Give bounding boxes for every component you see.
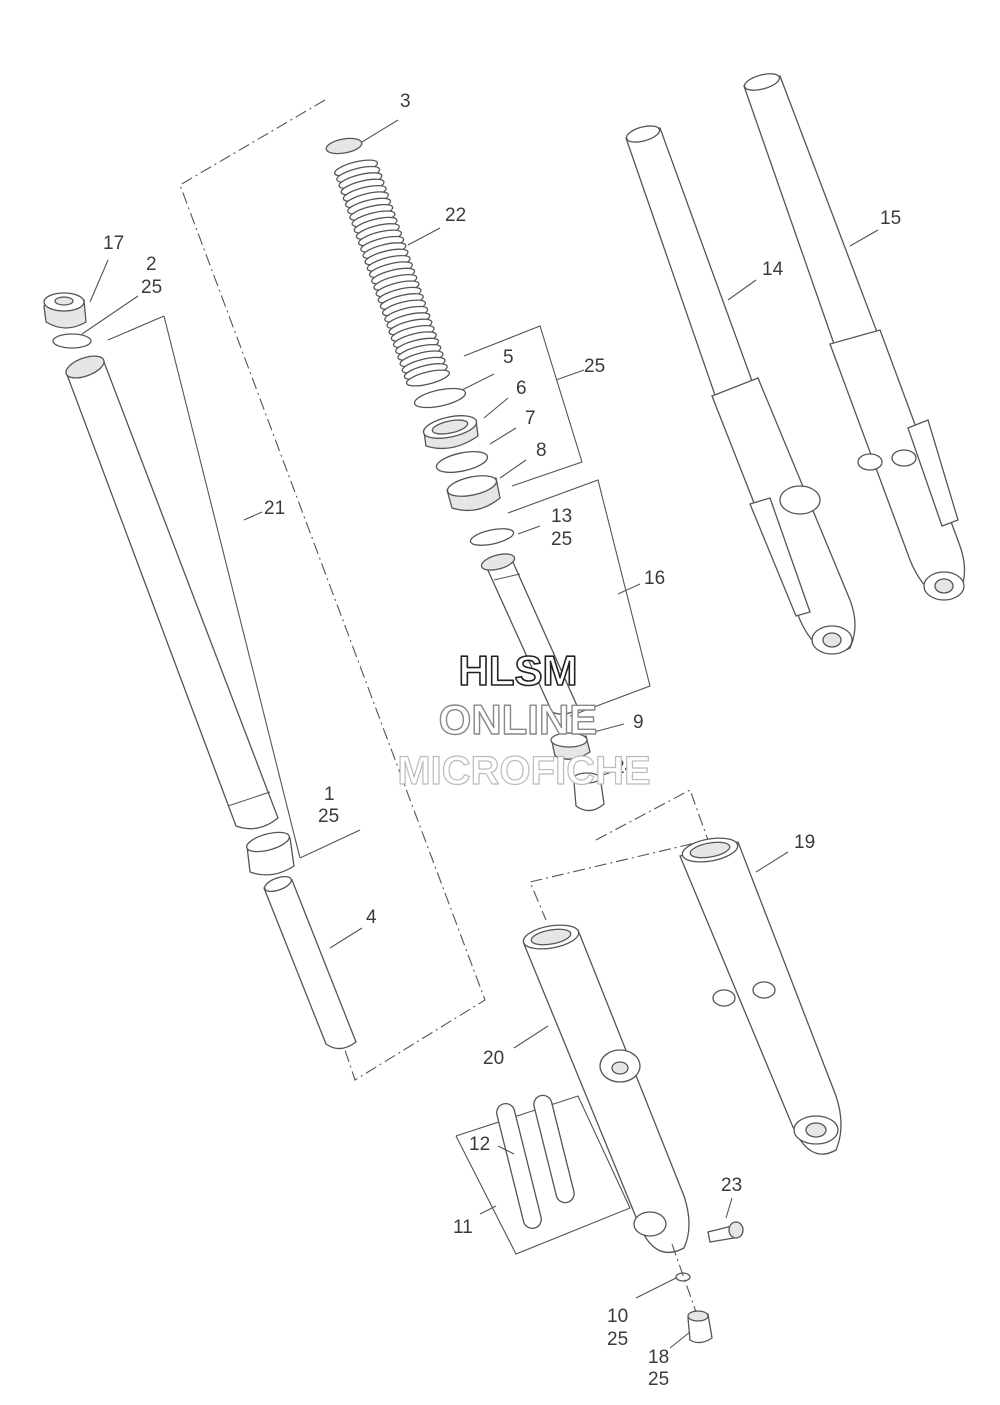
- watermark-line-1: HLSM: [459, 647, 578, 694]
- part-14-fork-assembly: [625, 125, 856, 655]
- callout-21: 21: [264, 498, 285, 519]
- part-4-rod-tube: [263, 875, 357, 1050]
- part-19-slider: [679, 837, 842, 1155]
- part-16-damper-rod: [480, 553, 579, 715]
- part-12-reflector: [496, 1094, 575, 1230]
- callout-16: 16: [644, 568, 665, 589]
- bracket-box-16: [507, 479, 651, 717]
- callout-20: 20: [483, 1048, 504, 1069]
- callout-11: 11: [453, 1217, 473, 1238]
- part-9-rebound-spring: [550, 732, 591, 760]
- callout-23: 23: [721, 1175, 742, 1196]
- callout-6: 6: [516, 378, 527, 399]
- part-1-bushing: [245, 831, 295, 876]
- part-23-screw: [707, 1221, 744, 1243]
- part-6-seal: [422, 415, 479, 450]
- callout-7: 7: [525, 408, 536, 429]
- callout-19: 19: [794, 832, 815, 853]
- callout-4: 4: [366, 907, 377, 928]
- assembly-dash-line-left: [179, 99, 486, 1081]
- callout-10: 10: [607, 1306, 628, 1327]
- callout-18-ref: 25: [648, 1369, 669, 1390]
- callout-1: 1: [324, 784, 335, 805]
- bolt-axis-line: [671, 1243, 697, 1313]
- leader-lines: [81, 119, 879, 1349]
- callout-5: 5: [503, 347, 514, 368]
- part-13-ring: [469, 528, 515, 546]
- callout-12: 12: [469, 1134, 490, 1155]
- part-20-slider: [522, 924, 690, 1253]
- watermark-line-2: ONLINE: [439, 696, 598, 743]
- callout-3: 3: [400, 91, 411, 112]
- part-3-washer: [325, 137, 363, 155]
- part-17-cap-nut: [43, 292, 87, 329]
- callout-24: 24: [614, 757, 636, 778]
- part-15-fork-assembly: [743, 73, 966, 601]
- part-5-retaining-ring: [413, 387, 467, 409]
- callout-17: 17: [103, 233, 124, 254]
- callout-labels: 17 2 25 3 22 5 25 6 7 8 13 25 16 9 24 14…: [103, 91, 901, 1390]
- callout-9: 9: [633, 712, 644, 733]
- part-18-bolt: [687, 1310, 713, 1344]
- watermark-line-3: MICROFICHE: [397, 749, 650, 793]
- callout-13: 13: [551, 506, 572, 527]
- callout-25: 25: [584, 356, 605, 377]
- callout-22: 22: [445, 205, 466, 226]
- part-8-guide-bushing: [446, 475, 501, 512]
- callout-2-ref: 25: [141, 277, 162, 298]
- callout-2: 2: [146, 254, 157, 275]
- part-22-spring: [333, 159, 451, 387]
- callout-13-ref: 25: [551, 529, 572, 550]
- part-2-o-ring: [52, 333, 92, 349]
- part-10-washer: [675, 1272, 691, 1282]
- part-24-cone: [573, 772, 605, 812]
- part-7-spacer: [435, 451, 489, 473]
- assembly-dash-line-lower: [529, 789, 709, 921]
- callout-1-ref: 25: [318, 806, 339, 827]
- callout-10-ref: 25: [607, 1329, 628, 1350]
- bracket-box-25: [463, 325, 583, 487]
- spring-coil: [405, 369, 451, 387]
- callout-8: 8: [536, 440, 547, 461]
- callout-18: 18: [648, 1347, 669, 1368]
- part-21-fork-tube: [65, 355, 279, 830]
- callout-15: 15: [880, 208, 901, 229]
- callout-14: 14: [762, 259, 784, 280]
- watermark: HLSM ONLINE MICROFICHE: [397, 646, 652, 793]
